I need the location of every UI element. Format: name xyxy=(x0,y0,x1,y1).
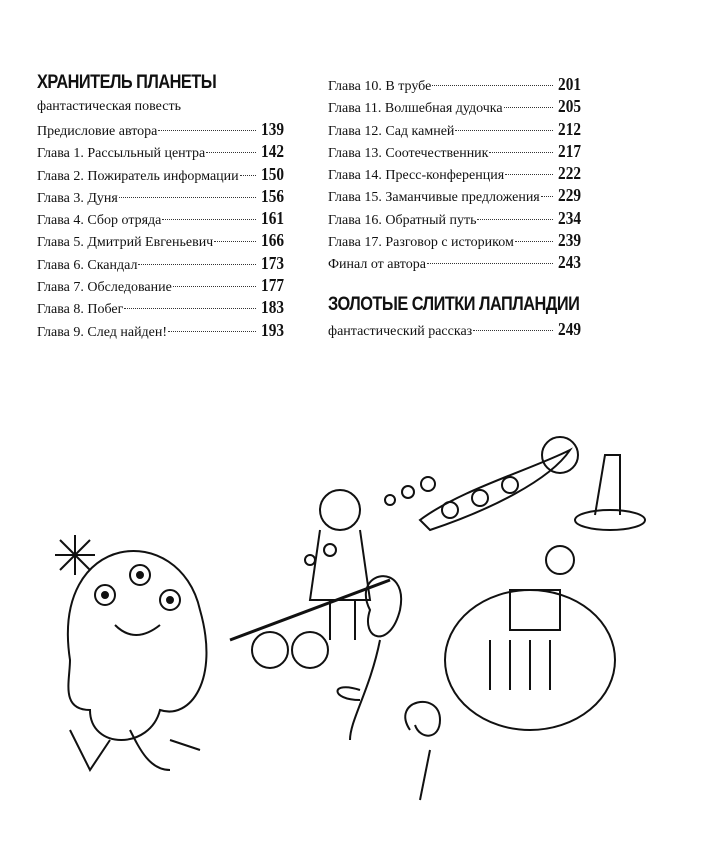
toc-entry-page: 234 xyxy=(558,207,581,228)
toc-entry-page: 212 xyxy=(558,118,581,139)
illustration xyxy=(55,436,646,801)
dot-leader xyxy=(455,129,553,131)
dot-leader xyxy=(473,329,553,331)
toc-entry-title: Глава 4. Сбор отряда xyxy=(37,213,162,229)
dot-leader xyxy=(540,196,553,198)
toc-entry[interactable]: Глава 13. Соотечественник 217 xyxy=(328,140,581,162)
toc-entry[interactable]: Предисловие автора 139 xyxy=(37,118,284,140)
toc-entry-page: 201 xyxy=(558,74,581,94)
dot-leader xyxy=(477,218,553,220)
toc-entry-title: Глава 1. Рассыльный центра xyxy=(37,146,206,162)
toc-entry-title: Глава 17. Разговор с историком xyxy=(328,235,514,251)
toc-entry[interactable]: Глава 9. След найден! 193 xyxy=(37,319,284,341)
toc-entry[interactable]: Глава 16. Обратный путь 234 xyxy=(328,207,581,229)
dot-leader xyxy=(118,196,256,198)
toc-entry-title: Глава 12. Сад камней xyxy=(328,123,455,139)
alien-ufo-drawing xyxy=(541,436,646,531)
toc-entry-title: Глава 2. Пожиратель информации xyxy=(37,168,239,184)
toc-entry[interactable]: Глава 3. Дуня 156 xyxy=(37,185,284,207)
toc-column-left: ХРАНИТЕЛЬ ПЛАНЕТЫ фантастическая повесть… xyxy=(37,70,284,341)
toc-entry-page: 222 xyxy=(558,163,581,184)
toc-entry-page: 229 xyxy=(558,185,581,206)
toc-entry-title: Глава 7. Обследование xyxy=(37,280,172,296)
toc-entry-page: 142 xyxy=(261,141,284,162)
rocket-drawing xyxy=(418,447,573,532)
dot-leader xyxy=(158,130,256,131)
toc-entry-title: Глава 8. Побег xyxy=(37,302,124,318)
monster-drawing xyxy=(67,549,208,741)
dot-leader xyxy=(124,308,256,310)
small-creatures-drawing xyxy=(69,729,201,772)
toc-entry[interactable]: Глава 1. Рассыльный центра 142 xyxy=(37,140,284,162)
toc-entry[interactable]: Глава 2. Пожиратель информации 150 xyxy=(37,163,284,185)
toc-entry-page: 166 xyxy=(261,230,284,251)
toc-entry-title: Глава 5. Дмитрий Евгеньевич xyxy=(37,235,214,251)
toc-entry-title: Глава 6. Скандал xyxy=(37,257,138,273)
toc-entry-title: Глава 16. Обратный путь xyxy=(328,212,477,228)
toc-entry-page: 177 xyxy=(261,275,284,296)
toc-entry-page: 217 xyxy=(558,140,581,161)
dot-leader xyxy=(214,241,256,243)
toc-entry[interactable]: Глава 10. В трубе 201 xyxy=(328,73,581,95)
toc-entry-title: Глава 15. Заманчивые предложения xyxy=(328,190,540,206)
dot-leader xyxy=(489,151,553,153)
toc-entry[interactable]: Глава 11. Волшебная дудочка 205 xyxy=(328,95,581,117)
toc-entry-page: 139 xyxy=(261,119,284,139)
toc-entry-title: Глава 14. Пресс-конференция xyxy=(328,168,505,184)
planet-creature-drawing xyxy=(444,545,616,731)
toc-entry-page: 150 xyxy=(261,163,284,184)
snowflake-drawing xyxy=(55,535,95,575)
toc-entry-title: Глава 9. След найден! xyxy=(37,324,168,340)
dot-leader xyxy=(239,174,256,176)
dot-leader xyxy=(138,263,256,265)
toc-entry[interactable]: фантастический рассказ 249 xyxy=(328,318,581,340)
toc-entry-title: Финал от автора xyxy=(328,257,426,273)
toc-entry-title: Глава 13. Соотечественник xyxy=(328,145,489,161)
snail-drawing xyxy=(404,701,442,801)
toc-entry-page: 161 xyxy=(261,208,284,229)
toc-entry[interactable]: Глава 12. Сад камней 212 xyxy=(328,118,581,140)
dot-leader xyxy=(505,174,553,176)
toc-entry-page: 156 xyxy=(261,185,284,206)
toc-entry-title: Глава 11. Волшебная дудочка xyxy=(328,101,503,117)
dot-leader xyxy=(172,286,256,288)
dot-leader xyxy=(168,330,256,332)
toc-entry[interactable]: Глава 14. Пресс-конференция 222 xyxy=(328,162,581,184)
dot-leader xyxy=(503,107,553,109)
toc-entry-page: 173 xyxy=(261,252,284,273)
dot-leader xyxy=(162,219,256,221)
toc-entry[interactable]: Глава 6. Скандал 173 xyxy=(37,252,284,274)
toc-entry-title: Предисловие автора xyxy=(37,124,158,139)
thought-bubbles xyxy=(304,476,436,566)
dot-leader xyxy=(426,263,553,265)
toc-entry-page: 183 xyxy=(261,297,284,318)
dot-leader xyxy=(514,241,553,243)
toc-entry[interactable]: Глава 17. Разговор с историком 239 xyxy=(328,229,581,251)
toc-entry-title: фантастический рассказ xyxy=(328,323,473,339)
toc-entry-page: 193 xyxy=(261,319,284,340)
part-title: ХРАНИТЕЛЬ ПЛАНЕТЫ xyxy=(37,72,217,93)
toc-entry-page: 243 xyxy=(558,252,581,273)
toc-entry[interactable]: Глава 4. Сбор отряда 161 xyxy=(37,207,284,229)
dot-leader xyxy=(432,85,553,86)
toc-entry-page: 239 xyxy=(558,230,581,251)
part-subtitle: фантастическая повесть xyxy=(37,99,181,114)
toc-entry-page: 205 xyxy=(558,96,581,117)
dot-leader xyxy=(206,152,256,154)
part-title: ЗОЛОТЫЕ СЛИТКИ ЛАПЛАНДИИ xyxy=(328,293,580,315)
girl-drawing xyxy=(229,489,391,669)
toc-entry[interactable]: Глава 15. Заманчивые предложения 229 xyxy=(328,184,581,206)
flower-drawing xyxy=(336,575,403,741)
toc-entry[interactable]: Глава 5. Дмитрий Евгеньевич 166 xyxy=(37,229,284,251)
toc-entry[interactable]: Глава 7. Обследование 177 xyxy=(37,274,284,296)
toc-entry[interactable]: Финал от автора 243 xyxy=(328,251,581,273)
toc-entry-title: Глава 3. Дуня xyxy=(37,190,118,206)
toc-entry-title: Глава 10. В трубе xyxy=(328,79,432,94)
toc-entry[interactable]: Глава 8. Побег 183 xyxy=(37,296,284,318)
toc-entry-page: 249 xyxy=(558,318,581,339)
